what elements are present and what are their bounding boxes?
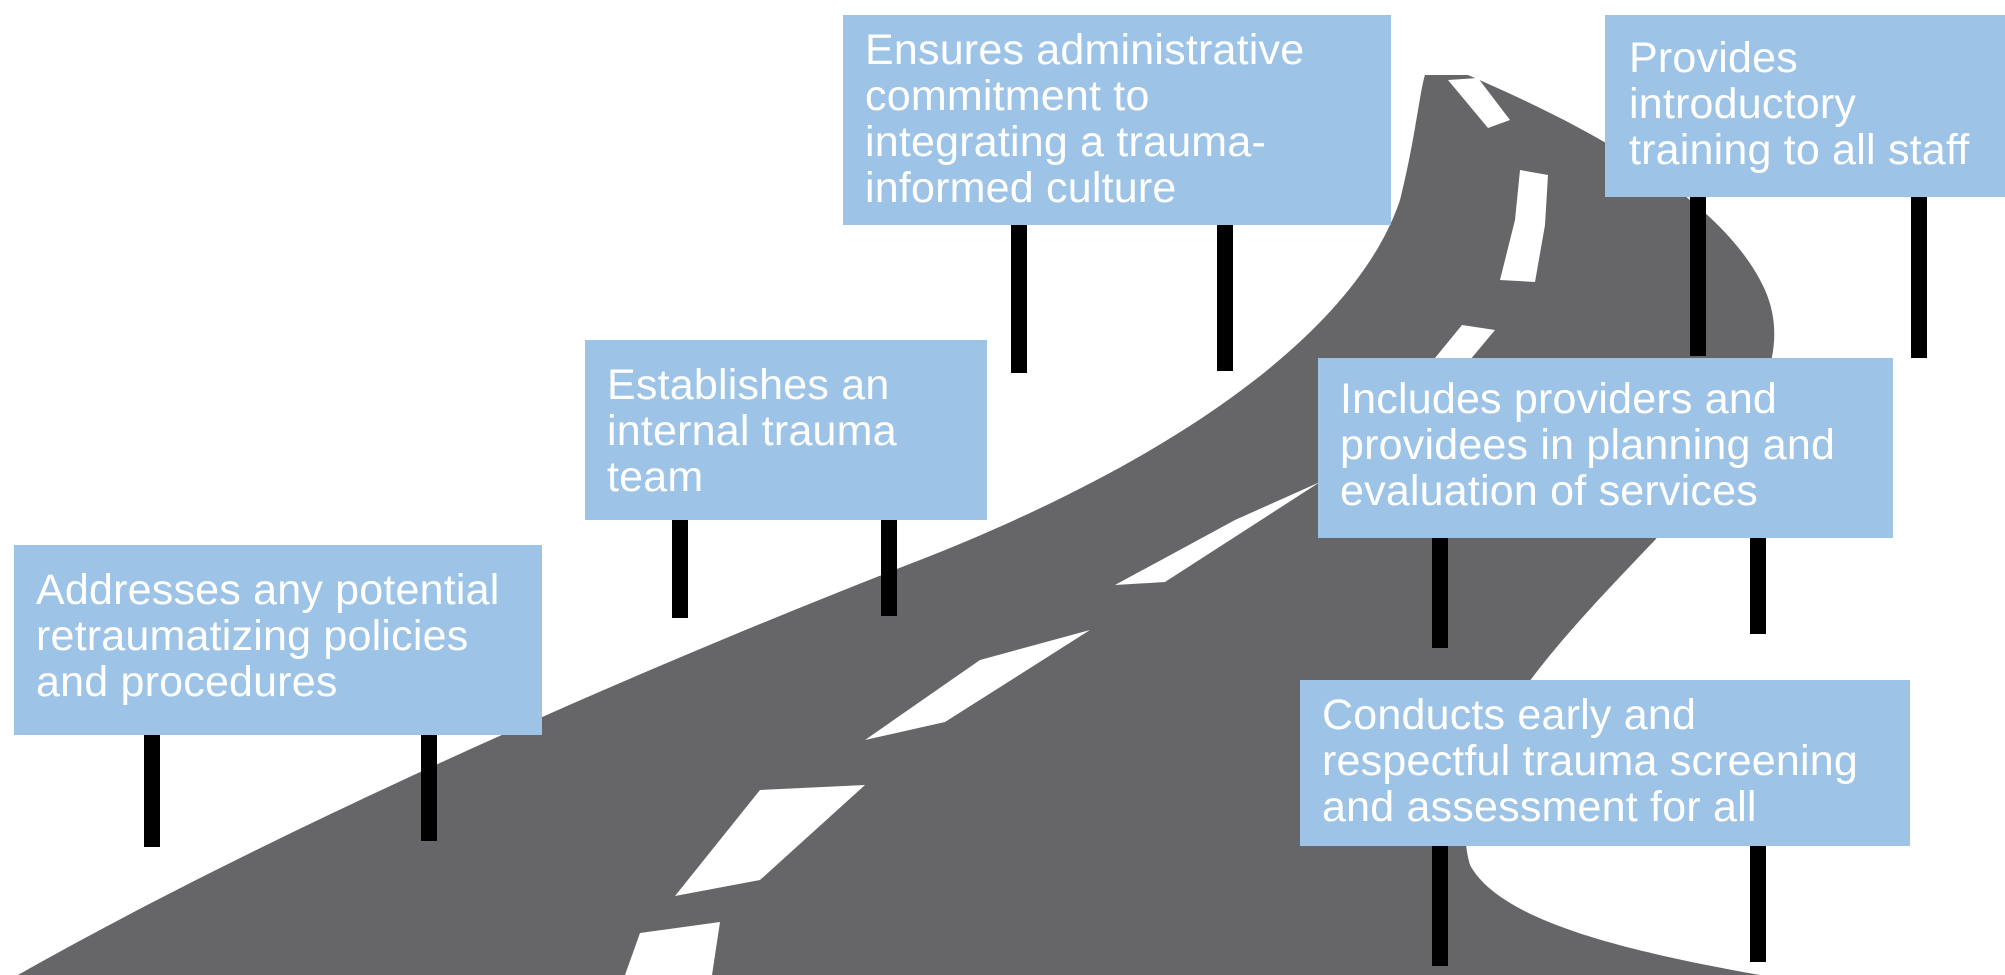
sign-line: Provides (1629, 34, 1798, 82)
sign-line: Ensures administrative (865, 26, 1305, 74)
sign-line: introductory (1629, 80, 1857, 128)
sign-internal-trauma-team: Establishes an internal trauma team (585, 340, 987, 520)
lane-dash (1500, 170, 1548, 282)
sign-line: Conducts early and (1322, 691, 1697, 739)
sign-post (1432, 538, 1448, 648)
sign-line: training to all staff (1629, 126, 1970, 174)
sign-addresses-retraumatizing-policies: Addresses any potential retraumatizing p… (14, 545, 542, 735)
sign-line: integrating a trauma- (865, 118, 1266, 166)
lane-markings (625, 78, 1548, 975)
sign-line: team (607, 453, 704, 501)
sign-post (1750, 538, 1766, 634)
sign-post (672, 520, 688, 618)
sign-line: internal trauma (607, 407, 897, 455)
sign-line: and procedures (36, 658, 338, 706)
sign-line: providees in planning and (1340, 421, 1836, 469)
sign-administrative-commitment: Ensures administrative commitment to int… (843, 15, 1391, 225)
sign-line: Includes providers and (1340, 375, 1778, 423)
sign-post (1432, 846, 1448, 966)
sign-post (144, 735, 160, 847)
sign-includes-providers: Includes providers and providees in plan… (1318, 358, 1893, 538)
sign-line: informed culture (865, 164, 1177, 212)
sign-post (421, 735, 437, 841)
sign-line: Addresses any potential (36, 566, 500, 614)
lane-dash (625, 922, 720, 975)
sign-line: Establishes an (607, 361, 890, 409)
sign-post (881, 520, 897, 616)
lane-dash (675, 785, 865, 896)
sign-trauma-screening: Conducts early and respectful trauma scr… (1300, 680, 1910, 846)
sign-line: evaluation of services (1340, 467, 1758, 515)
sign-post (1750, 846, 1766, 962)
sign-introductory-training: Provides introductory training to all st… (1605, 15, 2005, 197)
sign-post (1011, 225, 1027, 373)
lane-dash (1435, 325, 1495, 360)
sign-line: retraumatizing policies (36, 612, 469, 660)
sign-line: commitment to (865, 72, 1150, 120)
sign-post (1911, 196, 1927, 358)
sign-line: and assessment for all (1322, 783, 1757, 831)
sign-post (1690, 196, 1706, 356)
lane-dash (1448, 78, 1510, 128)
lane-dash (865, 630, 1090, 740)
sign-post (1217, 225, 1233, 371)
lane-dash (1115, 482, 1320, 585)
sign-line: respectful trauma screening (1322, 737, 1858, 785)
